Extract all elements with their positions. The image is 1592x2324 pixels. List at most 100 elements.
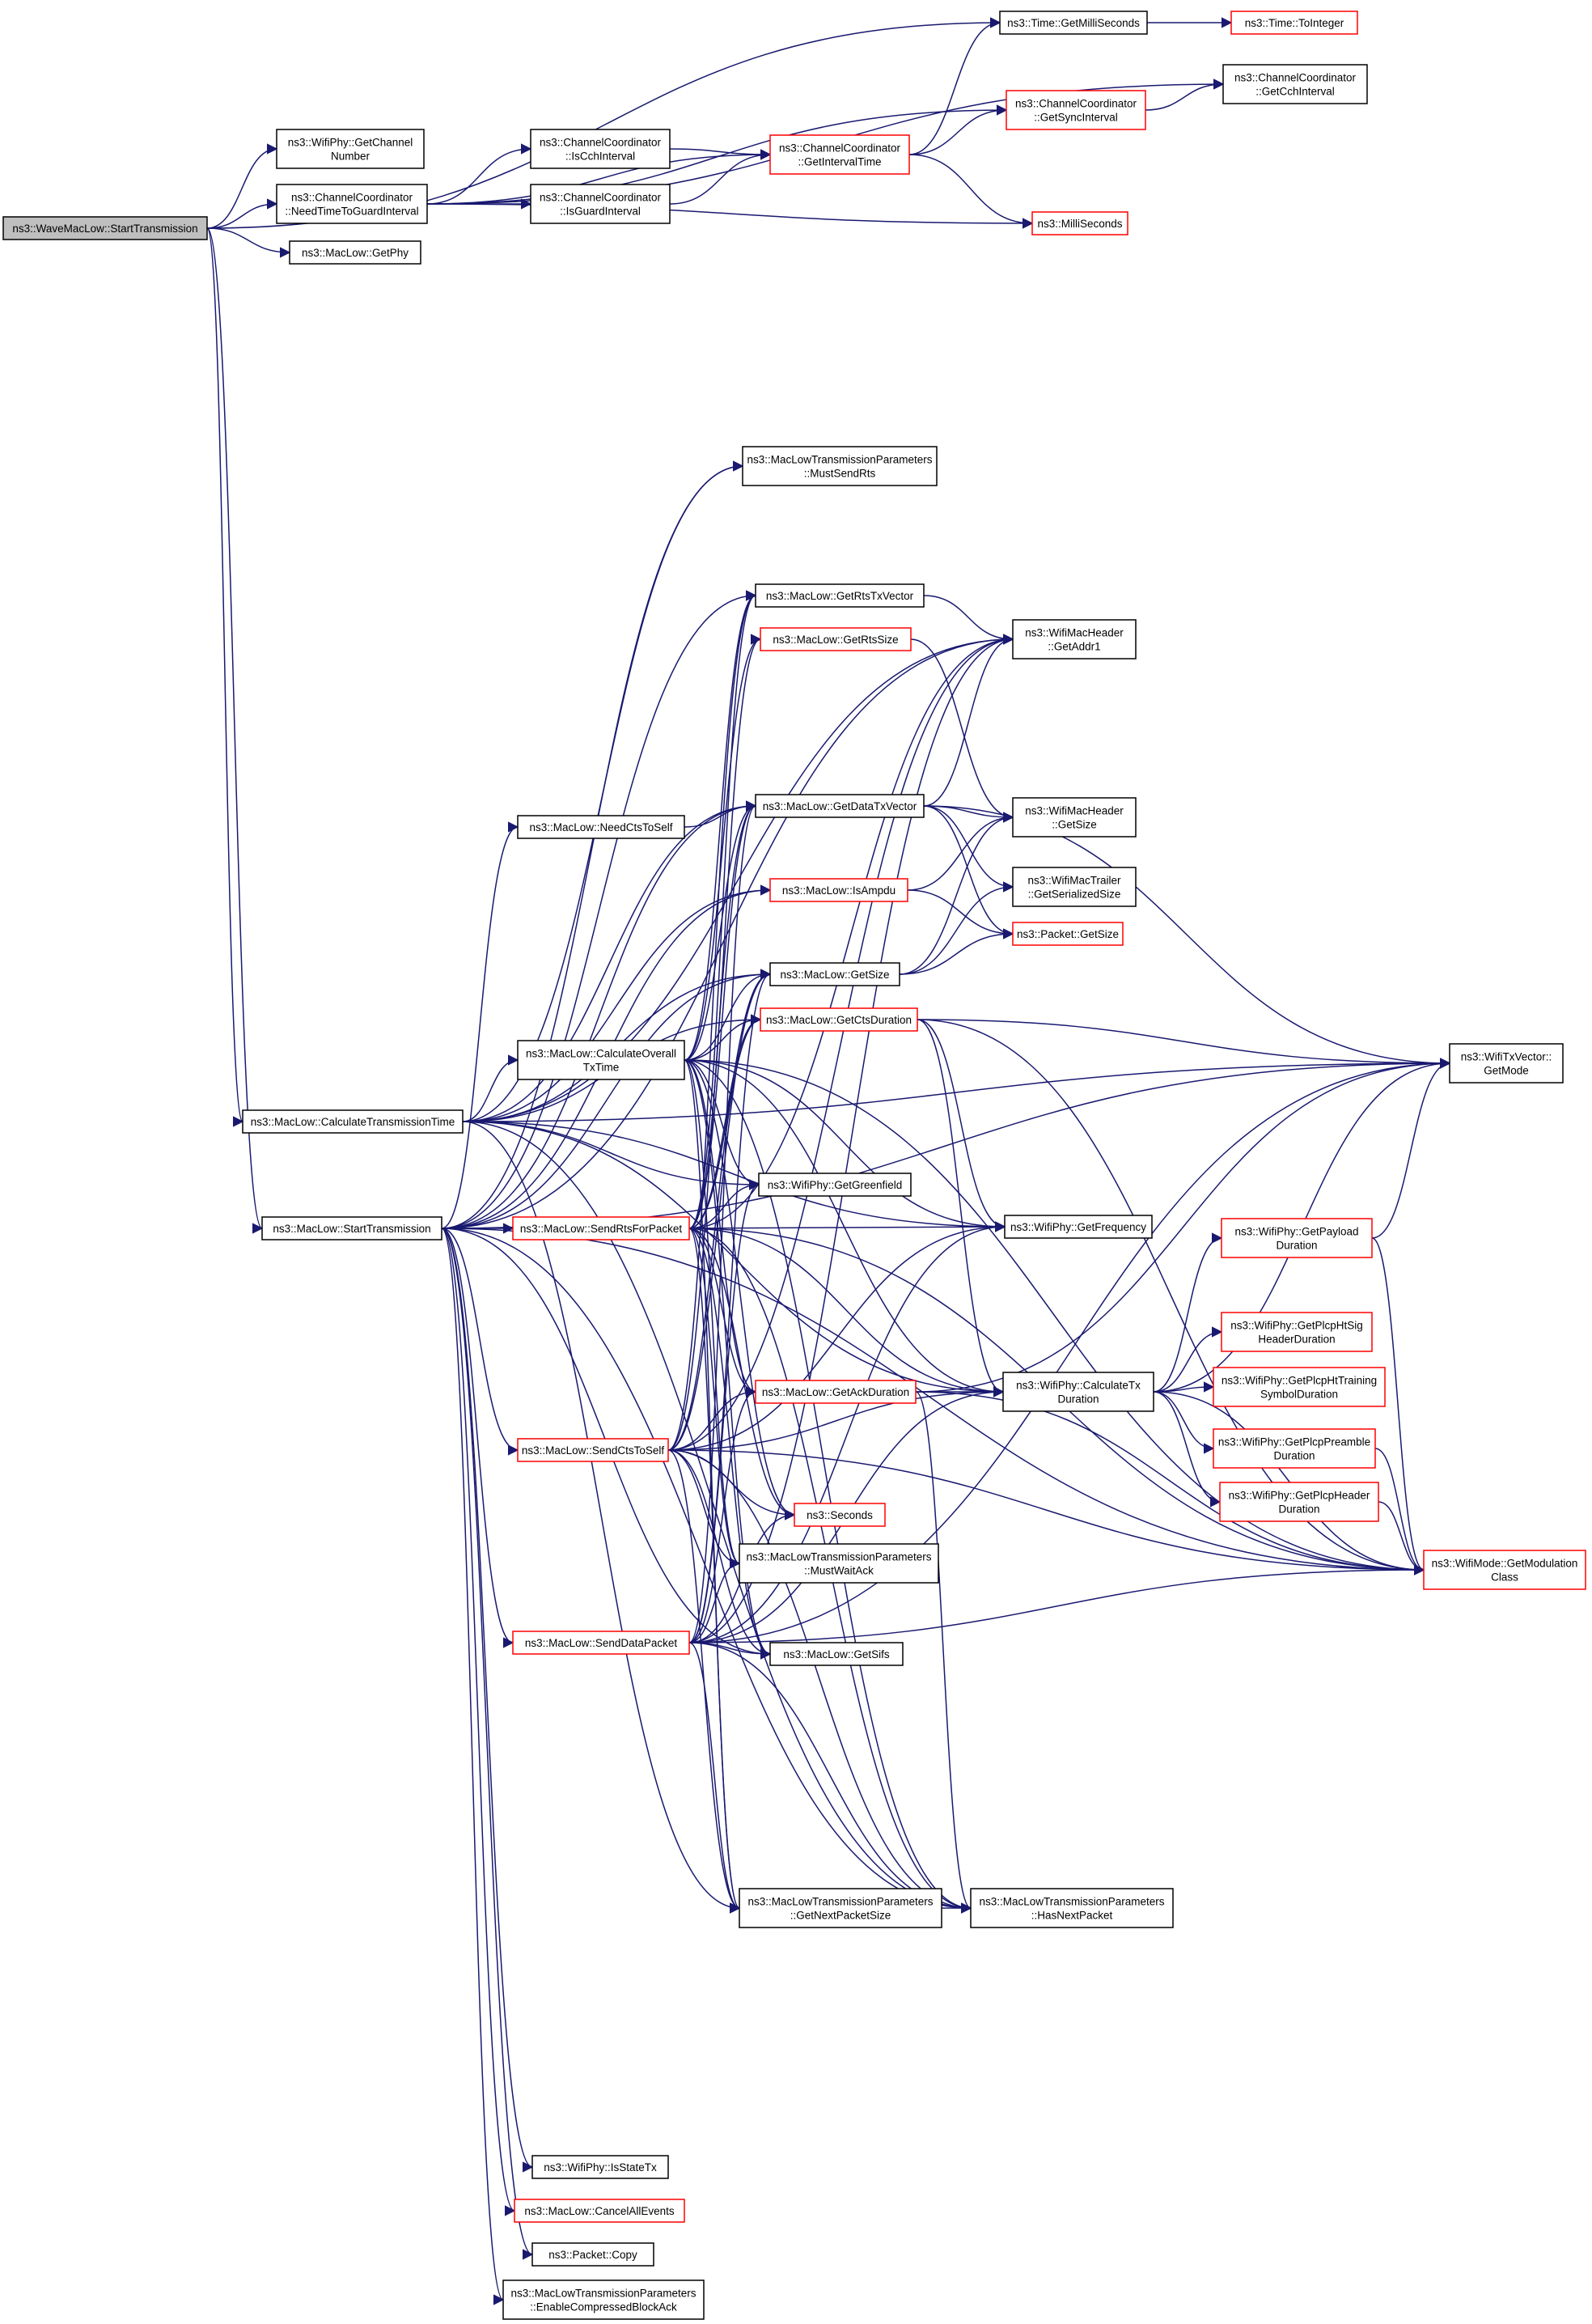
node-box bbox=[760, 627, 912, 651]
node-label: ::GetIntervalTime bbox=[798, 156, 881, 168]
node-pktsize[interactable]: ns3::Packet::GetSize bbox=[1012, 922, 1124, 946]
node-box bbox=[755, 794, 925, 818]
node-box bbox=[739, 1543, 939, 1584]
node-box bbox=[794, 1503, 886, 1527]
node-ctsdur[interactable]: ns3::MacLow::GetCtsDuration bbox=[760, 1007, 918, 1032]
edge-mlstart-to-mustrts bbox=[441, 460, 744, 1229]
node-toint[interactable]: ns3::Time::ToInteger bbox=[1230, 11, 1358, 35]
node-acktime[interactable]: ns3::MacLow::GetAckDuration bbox=[755, 1380, 917, 1404]
node-needcts[interactable]: ns3::MacLow::NeedCtsToSelf bbox=[517, 815, 685, 839]
node-label: ::IsCchInterval bbox=[565, 151, 635, 163]
node-label: Duration bbox=[1276, 1240, 1317, 1252]
node-gms[interactable]: ns3::Time::GetMilliSeconds bbox=[999, 11, 1148, 35]
edge-mlstart-to-rtstx bbox=[441, 590, 757, 1229]
node-sifs[interactable]: ns3::MacLow::GetSifs bbox=[769, 1642, 904, 1666]
node-need[interactable]: ns3::ChannelCoordinator::NeedTimeToGuard… bbox=[276, 184, 428, 224]
edge-mlstart-to-hasnext bbox=[441, 1228, 972, 1914]
node-box bbox=[758, 1173, 912, 1197]
node-rtstx[interactable]: ns3::MacLow::GetRtsTxVector bbox=[755, 583, 925, 608]
node-datatx[interactable]: ns3::MacLow::GetDataTxVector bbox=[755, 794, 925, 818]
node-trailer[interactable]: ns3::WifiMacTrailer::GetSerializedSize bbox=[1012, 867, 1137, 907]
edge-calc-to-datatx bbox=[462, 800, 757, 1122]
node-httrain[interactable]: ns3::WifiPhy::GetPlcpHtTrainingSymbolDur… bbox=[1213, 1367, 1386, 1407]
node-box bbox=[1423, 1550, 1586, 1590]
edge-interval-to-gms bbox=[908, 17, 1001, 155]
node-addr1[interactable]: ns3::WifiMacHeader::GetAddr1 bbox=[1012, 619, 1137, 659]
edge-senddata-to-datatx bbox=[688, 800, 757, 1643]
edge-mlstart-to-statetx bbox=[441, 1228, 534, 2173]
node-getphy[interactable]: ns3::MacLow::GetPhy bbox=[289, 240, 421, 265]
node-hasnext[interactable]: ns3::MacLowTransmissionParameters::HasNe… bbox=[970, 1888, 1174, 1928]
node-label: ns3::MacLowTransmissionParameters bbox=[979, 1896, 1164, 1908]
node-sync[interactable]: ns3::ChannelCoordinator::GetSyncInterval bbox=[1006, 90, 1146, 130]
edge-sendcts-to-sifs bbox=[667, 1449, 772, 1660]
node-label: ns3::WifiPhy::GetChannel bbox=[288, 137, 413, 149]
edge-ctsdur-to-calctx bbox=[917, 1019, 1005, 1397]
node-cch[interactable]: ns3::ChannelCoordinator::GetCchInterval bbox=[1222, 64, 1368, 104]
edge-datatx-to-pktsize bbox=[923, 805, 1014, 939]
node-waitack[interactable]: ns3::MacLowTransmissionParameters::MustW… bbox=[739, 1543, 939, 1584]
node-label: Duration bbox=[1273, 1450, 1315, 1462]
node-box bbox=[970, 1888, 1174, 1928]
node-box bbox=[1006, 90, 1146, 130]
node-box bbox=[512, 1631, 690, 1655]
node-start[interactable]: ns3::WaveMacLow::StartTransmission bbox=[2, 216, 208, 240]
node-getmode[interactable]: ns3::WifiTxVector::GetMode bbox=[1449, 1043, 1564, 1084]
node-box bbox=[1012, 867, 1137, 907]
node-seconds[interactable]: ns3::Seconds bbox=[794, 1503, 886, 1527]
node-hdrsize[interactable]: ns3::WifiMacHeader::GetSize bbox=[1012, 797, 1137, 838]
node-label: ns3::WifiPhy::CalculateTx bbox=[1016, 1380, 1141, 1392]
node-box bbox=[530, 129, 671, 169]
node-senddata[interactable]: ns3::MacLow::SendDataPacket bbox=[512, 1631, 690, 1655]
edge-overall-to-rtssize bbox=[684, 634, 762, 1061]
node-nextsize[interactable]: ns3::MacLowTransmissionParameters::GetNe… bbox=[739, 1888, 942, 1928]
node-layer: ns3::WaveMacLow::StartTransmission ns3::T… bbox=[2, 11, 1586, 2320]
node-label: ns3::WaveMacLow::StartTransmission bbox=[12, 223, 197, 235]
node-statetx[interactable]: ns3::WifiPhy::IsStateTx bbox=[531, 2155, 669, 2179]
node-box bbox=[1213, 1428, 1376, 1469]
node-isguard[interactable]: ns3::ChannelCoordinator::IsGuardInterval bbox=[530, 184, 671, 224]
edge-mlsize-to-trailer bbox=[899, 881, 1014, 975]
edge-overall-to-datatx bbox=[684, 800, 757, 1061]
node-msec[interactable]: ns3::MilliSeconds bbox=[1031, 211, 1128, 235]
node-ampdu[interactable]: ns3::MacLow::IsAmpdu bbox=[769, 878, 908, 902]
node-interval[interactable]: ns3::ChannelCoordinator::GetIntervalTime bbox=[769, 134, 910, 175]
node-label: Duration bbox=[1278, 1503, 1319, 1516]
node-label: ::GetNextPacketSize bbox=[790, 1910, 891, 1922]
node-rtssize[interactable]: ns3::MacLow::GetRtsSize bbox=[760, 627, 912, 651]
node-iscch[interactable]: ns3::ChannelCoordinator::IsCchInterval bbox=[530, 129, 671, 169]
node-mlstart[interactable]: ns3::MacLow::StartTransmission bbox=[261, 1216, 442, 1240]
edge-interval-to-msec bbox=[908, 154, 1034, 229]
edge-senddata-to-hasnext bbox=[688, 1642, 972, 1914]
edge-mlstart-to-needcts bbox=[441, 821, 519, 1229]
node-label: ns3::WifiMacHeader bbox=[1025, 627, 1124, 639]
node-box bbox=[1012, 797, 1137, 838]
node-green[interactable]: ns3::WifiPhy::GetGreenfield bbox=[758, 1173, 912, 1197]
node-sendcts[interactable]: ns3::MacLow::SendCtsToSelf bbox=[517, 1438, 669, 1462]
node-label: ns3::MacLow::GetAckDuration bbox=[762, 1386, 909, 1398]
node-mlsize[interactable]: ns3::MacLow::GetSize bbox=[769, 962, 900, 986]
node-calc[interactable]: ns3::MacLow::CalculateTransmissionTime bbox=[242, 1109, 464, 1134]
node-copy[interactable]: ns3::Packet::Copy bbox=[531, 2242, 654, 2267]
node-label: ns3::MacLow::GetRtsTxVector bbox=[766, 590, 914, 602]
edge-calc-to-getmode bbox=[462, 1058, 1451, 1122]
node-mustrts[interactable]: ns3::MacLowTransmissionParameters::MustS… bbox=[742, 446, 938, 486]
node-freq[interactable]: ns3::WifiPhy::GetFrequency bbox=[1004, 1215, 1153, 1239]
node-blockack[interactable]: ns3::MacLowTransmissionParameters::Enabl… bbox=[502, 2279, 705, 2320]
edge-calc-to-hasnext bbox=[462, 1121, 972, 1914]
node-sendrts[interactable]: ns3::MacLow::SendRtsForPacket bbox=[512, 1216, 690, 1240]
node-box bbox=[242, 1109, 464, 1134]
edge-start-to-gchan bbox=[206, 143, 278, 229]
node-cancel[interactable]: ns3::MacLow::CancelAllEvents bbox=[514, 2199, 685, 2223]
edge-sendcts-to-acktime bbox=[667, 1386, 757, 1451]
node-box bbox=[755, 1380, 917, 1404]
